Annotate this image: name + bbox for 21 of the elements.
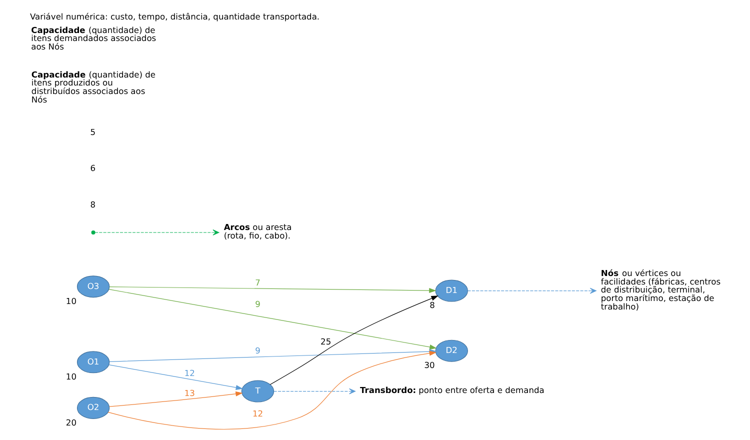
edge-label: 9 — [254, 345, 260, 356]
node-label: 20 — [65, 417, 76, 428]
label: Capacidade (quantidade) de itens demandados associados aos Nós — [30, 24, 156, 52]
node-label: 30 — [424, 360, 434, 370]
edge-label: 12 — [184, 368, 194, 378]
diagram-title: Variável numérica: custo, tempo, distância, quantidade transportada. — [29, 12, 320, 22]
label: 5 — [90, 126, 96, 137]
label: Capacidade (quantidade) de itens produzidos ou distribuídos associados aos Nós — [30, 69, 156, 104]
label: 8 — [90, 199, 96, 210]
edge-label: 12 — [252, 408, 263, 418]
label: 6 — [90, 163, 96, 174]
node-label: 10 — [65, 296, 76, 306]
node-text: Arcos ou aresta (rota, fio, cabo). — [223, 222, 292, 241]
edge-label: 25 — [320, 336, 331, 346]
edge-label: 7 — [254, 278, 260, 288]
node-label: 10 — [65, 372, 76, 382]
edge-label: 9 — [254, 298, 260, 309]
edge-label: 13 — [184, 388, 194, 398]
node-text: Transbordo: ponto entre oferta e demanda — [360, 384, 544, 395]
node-label: 8 — [429, 300, 434, 310]
node-text: Nós ou vértices ou facilidades (fábricas, centros de distribuição, terminal, porto marítimo, estação de trabalho) — [600, 268, 720, 312]
